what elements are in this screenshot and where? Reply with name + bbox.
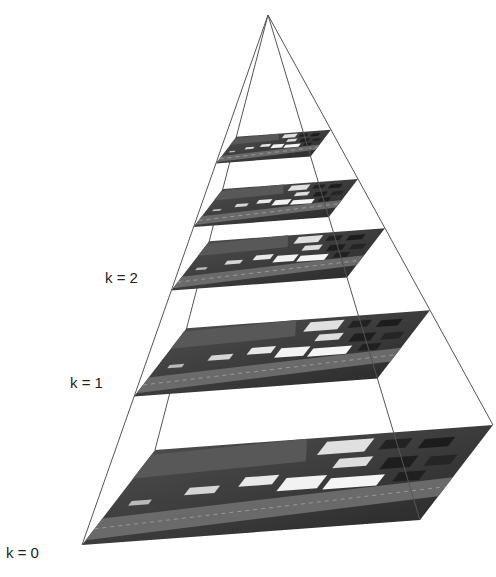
level-label: k = 1	[70, 375, 103, 390]
level-label: k = 0	[6, 545, 39, 560]
level-label: k = 2	[105, 270, 138, 285]
